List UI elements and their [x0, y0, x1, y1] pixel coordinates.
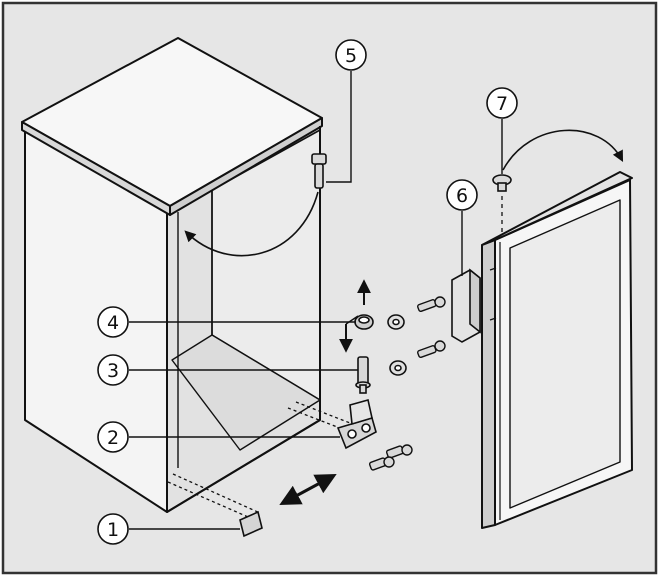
move-arrow-top-hinge	[184, 191, 319, 257]
callout-3: 3	[97, 354, 129, 386]
hinge-cover	[239, 510, 263, 538]
callout-3-label: 3	[107, 360, 119, 382]
bottom-hinge-bracket	[336, 399, 377, 450]
cabinet	[21, 37, 351, 521]
door-side	[481, 239, 496, 529]
plug-cap	[492, 174, 512, 192]
callout-4-label: 4	[107, 312, 119, 334]
callout-1-label: 1	[107, 519, 119, 541]
callout-6: 6	[446, 179, 478, 211]
door	[481, 171, 633, 529]
bushing	[354, 314, 374, 330]
door-hinge-plate	[451, 268, 481, 343]
slide-arrow	[279, 474, 337, 505]
grommets	[387, 314, 407, 376]
top-hinge-pin	[311, 153, 327, 189]
door-top	[481, 171, 633, 246]
bracket-screws	[368, 444, 413, 471]
move-arrow-plug	[502, 129, 624, 171]
callout-2: 2	[97, 421, 129, 453]
callout-2-label: 2	[107, 427, 119, 449]
callout-leaders	[129, 71, 503, 530]
callout-7-label: 7	[496, 93, 508, 115]
hinge-pin	[355, 356, 371, 394]
callout-1: 1	[97, 513, 129, 545]
callout-6-label: 6	[456, 185, 468, 207]
door-screws	[417, 296, 446, 359]
door-inner-panel	[509, 199, 621, 509]
callout-5-label: 5	[345, 45, 357, 67]
callout-4: 4	[97, 306, 129, 338]
callout-7: 7	[486, 87, 518, 119]
callout-5: 5	[335, 39, 367, 71]
